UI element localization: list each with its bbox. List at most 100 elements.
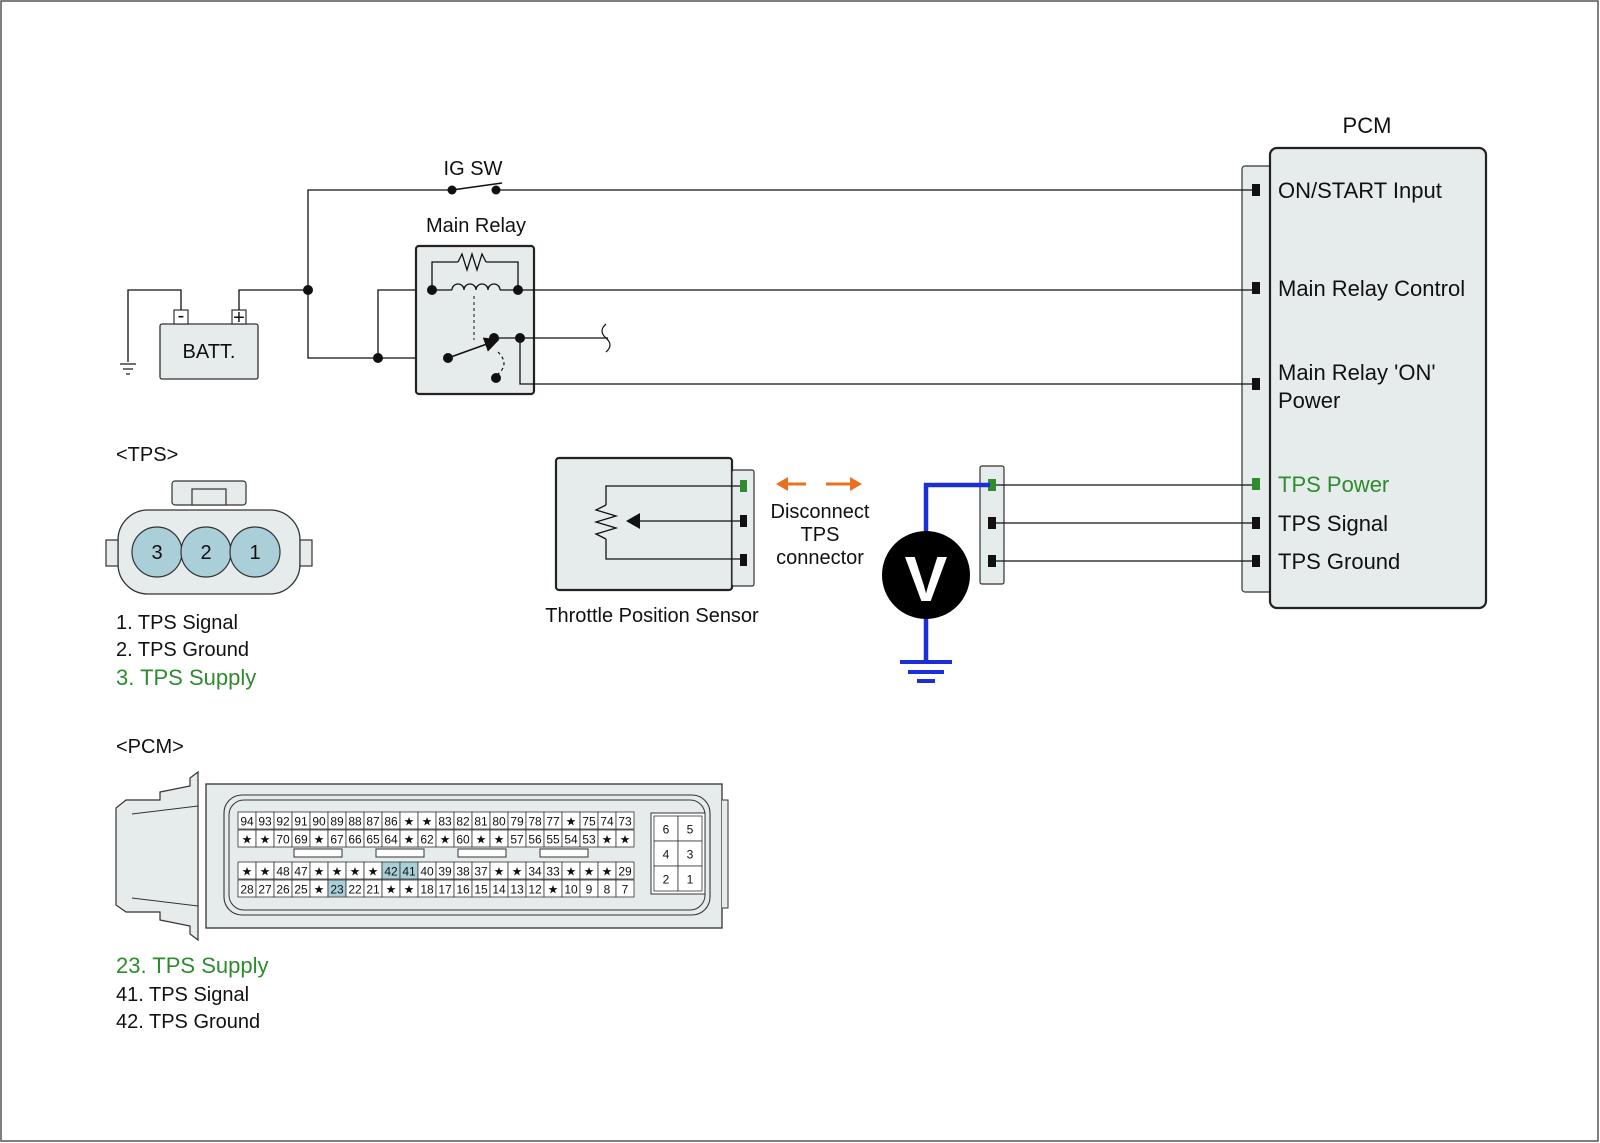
harness-pin-power (988, 479, 996, 491)
pcm-terminal-tps-ground: TPS Ground (1278, 549, 1400, 574)
pcm-pin-label: ★ (260, 865, 271, 879)
pcm-pin-label: 89 (330, 815, 344, 829)
tps-sensor-box (554, 456, 734, 592)
pcm-side-pin-label: 6 (663, 823, 670, 837)
pcm-pin-label: 27 (258, 883, 272, 897)
arrow-icon (776, 477, 862, 491)
pcm-pin-label: 78 (528, 815, 542, 829)
pcm-pin-label: ★ (314, 865, 325, 879)
pcm-side-pin-cell (653, 815, 679, 842)
pcm-pin-label: ★ (494, 833, 505, 847)
relay-return (497, 351, 505, 375)
ig-switch-icon (447, 182, 503, 195)
pcm-pin-label: 91 (294, 815, 308, 829)
pcm-pin-label: ★ (314, 883, 325, 897)
main-relay-box (414, 244, 536, 396)
pcm-pin-label: ★ (260, 833, 271, 847)
pcm-pin-label: ★ (314, 833, 325, 847)
pcm-pin-label: 17 (438, 883, 452, 897)
pcm-side-pin-grid: 6 5 4 3 2 1 (650, 812, 706, 895)
pcm-pin-cell (615, 861, 635, 880)
battery-plus-label: + (233, 307, 245, 329)
pcm-pin-label: 86 (384, 815, 398, 829)
tps-cavity-label: 1 (249, 542, 260, 564)
pcm-pin-label: ★ (332, 865, 343, 879)
pcm-side-pin-cell (677, 840, 703, 867)
pcm-pin-label: 25 (294, 883, 308, 897)
pcm-legend-item: 41. TPS Signal (116, 984, 249, 1006)
pcm-pin-cell (615, 811, 635, 830)
supply-wiring: IG SW - + BATT. Main Relay (120, 158, 1252, 396)
pcm-pin-label: ★ (494, 865, 505, 879)
pcm-pin-label: ★ (512, 865, 523, 879)
relay-switch-arm (447, 337, 500, 359)
tps-sensor-connector (731, 469, 755, 587)
pcm-pin-label: 81 (474, 815, 488, 829)
disconnect-line-3: connector (776, 547, 864, 569)
pcm-pin-label: 69 (294, 833, 308, 847)
pcm-legend-item: 42. TPS Ground (116, 1011, 260, 1033)
pcm-pin-label: 94 (240, 815, 254, 829)
main-relay-label: Main Relay (426, 215, 526, 237)
pcm-pin-label: 77 (546, 815, 560, 829)
pcm-terminal-relay-control: Main Relay Control (1278, 276, 1465, 301)
pcm-pin-label: 9 (586, 883, 593, 897)
pcm-pin-label: 39 (438, 865, 452, 879)
ground-icon (900, 660, 952, 683)
pcm-pin-label: 65 (366, 833, 380, 847)
pcm-pin-label: ★ (602, 833, 613, 847)
pcm-pin-label: 41 (402, 865, 416, 879)
pcm-pin-label: ★ (386, 883, 397, 897)
wire-coil-feed (377, 289, 432, 358)
pcm-side-pin-cell (677, 865, 703, 892)
pcm-pin-label: ★ (548, 883, 559, 897)
pcm-legend-item: 23. TPS Supply (116, 953, 268, 978)
potentiometer-icon (593, 485, 740, 560)
pcm-pin-label: 83 (438, 815, 452, 829)
pcm-pin-label: 12 (528, 883, 542, 897)
pcm-side-pin-label: 3 (687, 848, 694, 862)
pcm-pin-tps-power (1252, 478, 1260, 490)
probe-lead-positive (923, 482, 990, 536)
harness-pin-ground (988, 555, 996, 567)
pcm-pin-label: 37 (474, 865, 488, 879)
relay-coil-terminal (427, 285, 437, 295)
pcm-pin-label: ★ (584, 865, 595, 879)
ig-sw-label: IG SW (444, 158, 503, 180)
pcm-pin-label: 54 (564, 833, 578, 847)
pcm-pin-label: 75 (582, 815, 596, 829)
pcm-connector-title: <PCM> (116, 736, 184, 758)
pcm-pin-label: 33 (546, 865, 560, 879)
disconnect-line-2: TPS (801, 524, 840, 546)
pcm-side-pin-label: 5 (687, 823, 694, 837)
wire-battery-negative (127, 289, 182, 362)
tps-pin-signal (740, 515, 747, 527)
disconnect-line-1: Disconnect (771, 501, 870, 523)
pcm-pin-cell (615, 879, 635, 898)
pcm-side-pin-label: 1 (687, 873, 694, 887)
pcm-pin-label: 34 (528, 865, 542, 879)
pcm-pin-label: 29 (618, 865, 632, 879)
pcm-pin-label: 56 (528, 833, 542, 847)
pcm-pin-label: 82 (456, 815, 470, 829)
pcm-pin-label: 22 (348, 883, 362, 897)
pcm-pin-label: 7 (622, 883, 629, 897)
pcm-terminal-relay-on: Main Relay 'ON' (1278, 360, 1436, 385)
pcm-pin-label: 47 (294, 865, 308, 879)
pcm-side-pin-label: 4 (663, 848, 670, 862)
pcm-pin-relay-power (1252, 378, 1260, 390)
pcm-pin-label: 8 (604, 883, 611, 897)
pcm-side-pin-cell (653, 840, 679, 867)
tps-pin-ground (740, 554, 747, 566)
pcm-pin-label: 87 (366, 815, 380, 829)
tps-sensor-label: Throttle Position Sensor (545, 605, 759, 627)
pcm-pin-label: 26 (276, 883, 290, 897)
tps-cavity-label: 3 (151, 542, 162, 564)
pcm-pin-label: ★ (404, 883, 415, 897)
wire-ig-feed (307, 189, 452, 290)
pcm-pin-label: 64 (384, 833, 398, 847)
pcm-pin-label: ★ (566, 865, 577, 879)
pcm-pin-label: 67 (330, 833, 344, 847)
pcm-side-pin-label: 2 (663, 873, 670, 887)
pcm-pin-label: ★ (440, 833, 451, 847)
